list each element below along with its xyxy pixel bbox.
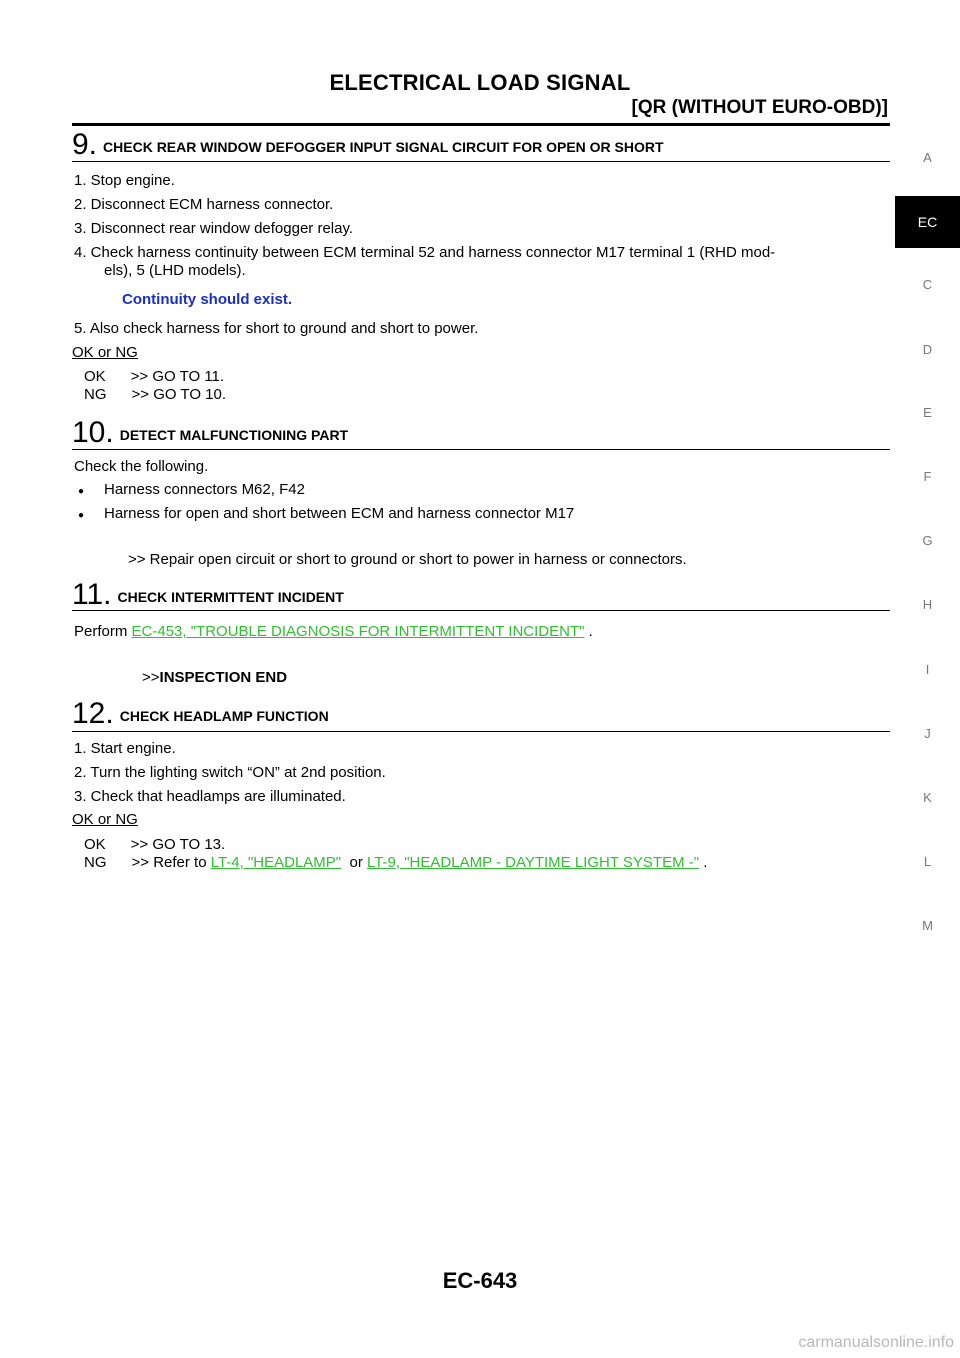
header-rule [72,123,890,126]
step-12-heading: 12. CHECK HEADLAMP FUNCTION [72,697,329,731]
ok-or-ng-label: OK or NG [72,811,138,828]
tab-m[interactable]: M [922,918,933,933]
bullet-item: Harness for open and short between ECM a… [78,505,574,525]
section-rule [72,731,890,732]
lt-4-link[interactable]: LT-4, "HEADLAMP" [210,854,342,871]
inspection-end-text: INSPECTION END [159,669,288,686]
spec-text: Continuity should exist. [122,291,293,308]
period-text: . [584,623,593,640]
step-11-heading: 11. CHECK INTERMITTENT INCIDENT [72,578,344,612]
page-subtitle: [QR (WITHOUT EURO-OBD)] [631,97,888,118]
perform-text: Perform [74,623,132,640]
tab-h[interactable]: H [922,597,933,612]
tab-d[interactable]: D [922,342,933,357]
instruction-line: 4. Check harness continuity between ECM … [74,244,776,261]
bullet-item: Harness connectors M62, F42 [78,481,305,501]
tab-e[interactable]: E [923,405,932,420]
tab-i[interactable]: I [925,662,930,677]
tab-a[interactable]: A [923,150,932,165]
ng-result: NG >> GO TO 10. [84,386,227,403]
section-rule [72,449,890,450]
step-number: 9. [72,128,98,161]
lt-9-link[interactable]: LT-9, "HEADLAMP - DAYTIME LIGHT SYSTEM -… [366,854,700,871]
instruction-line: 1. Start engine. [74,740,176,757]
tab-l[interactable]: L [923,854,932,869]
section-rule [72,161,890,162]
tab-k[interactable]: K [923,790,932,805]
ok-or-ng-label: OK or NG [72,344,138,361]
perform-line: Perform EC-453, "TROUBLE DIAGNOSIS FOR I… [74,623,593,641]
period-text: . [699,854,708,871]
step-number: 10. [72,416,114,449]
instruction-line: 3. Check that headlamps are illuminated. [74,788,346,805]
step-title: CHECK INTERMITTENT INCIDENT [117,589,344,605]
step-number: 12. [72,697,114,730]
step-title: DETECT MALFUNCTIONING PART [119,427,349,443]
intro-text: Check the following. [74,458,209,475]
ng-prefix: NG >> Refer to [84,854,211,871]
inspection-end-line: >>INSPECTION END [142,669,287,687]
tab-f[interactable]: F [923,469,932,484]
ok-result: OK >> GO TO 11. [84,368,225,385]
watermark: carmanualsonline.info [798,1334,954,1351]
instruction-line: 1. Stop engine. [74,172,175,189]
instruction-line: els), 5 (LHD models). [104,262,246,279]
arrow-text: >> [142,669,160,686]
step-title: CHECK REAR WINDOW DEFOGGER INPUT SIGNAL … [103,139,664,155]
step-9-heading: 9. CHECK REAR WINDOW DEFOGGER INPUT SIGNA… [72,128,664,162]
instruction-line: 5. Also check harness for short to groun… [74,320,479,337]
tab-j[interactable]: J [924,726,931,741]
tab-g[interactable]: G [922,533,933,548]
instruction-line: 3. Disconnect rear window defogger relay… [74,220,354,237]
tab-ec[interactable]: EC [895,196,960,248]
action-text: >> Repair open circuit or short to groun… [128,551,687,568]
ok-result: OK >> GO TO 13. [84,836,226,853]
instruction-line: 2. Disconnect ECM harness connector. [74,196,334,213]
section-rule [72,610,890,611]
page-number: EC-643 [442,1268,518,1293]
ng-result: NG >> Refer to LT-4, "HEADLAMP" or LT-9,… [84,854,707,872]
page-title: ELECTRICAL LOAD SIGNAL [329,70,631,95]
ec-453-link[interactable]: EC-453, "TROUBLE DIAGNOSIS FOR INTERMITT… [131,623,585,640]
step-10-heading: 10. DETECT MALFUNCTIONING PART [72,416,348,450]
or-text: or [341,854,367,871]
step-title: CHECK HEADLAMP FUNCTION [119,708,329,724]
step-number: 11. [72,578,112,611]
tab-c[interactable]: C [922,277,933,292]
instruction-line: 2. Turn the lighting switch “ON” at 2nd … [74,764,386,781]
